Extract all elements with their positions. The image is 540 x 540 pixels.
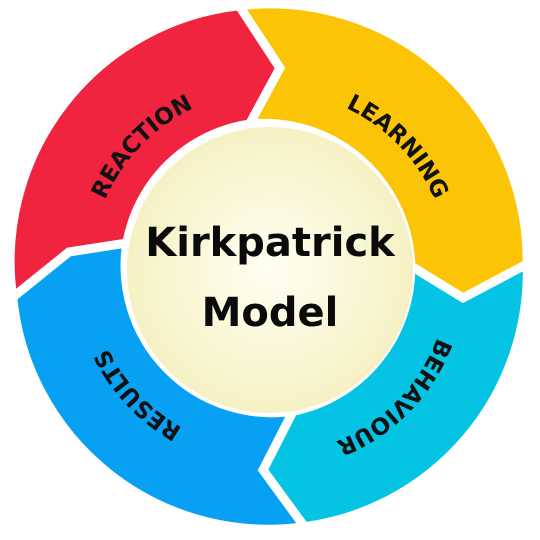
center-hub: Kirkpatrick Model bbox=[127, 127, 413, 413]
learning-arrow bbox=[231, 0, 532, 304]
center-circle bbox=[127, 127, 413, 413]
center-title-line2: Model bbox=[202, 290, 339, 336]
segment-behaviour: BEHAVIOUR bbox=[257, 256, 532, 532]
center-title-line1: Kirkpatrick bbox=[145, 220, 396, 266]
reaction-arrow bbox=[5, 1, 286, 306]
segment-reaction: REACTION bbox=[5, 1, 286, 306]
segment-learning: LEARNING bbox=[231, 0, 532, 304]
